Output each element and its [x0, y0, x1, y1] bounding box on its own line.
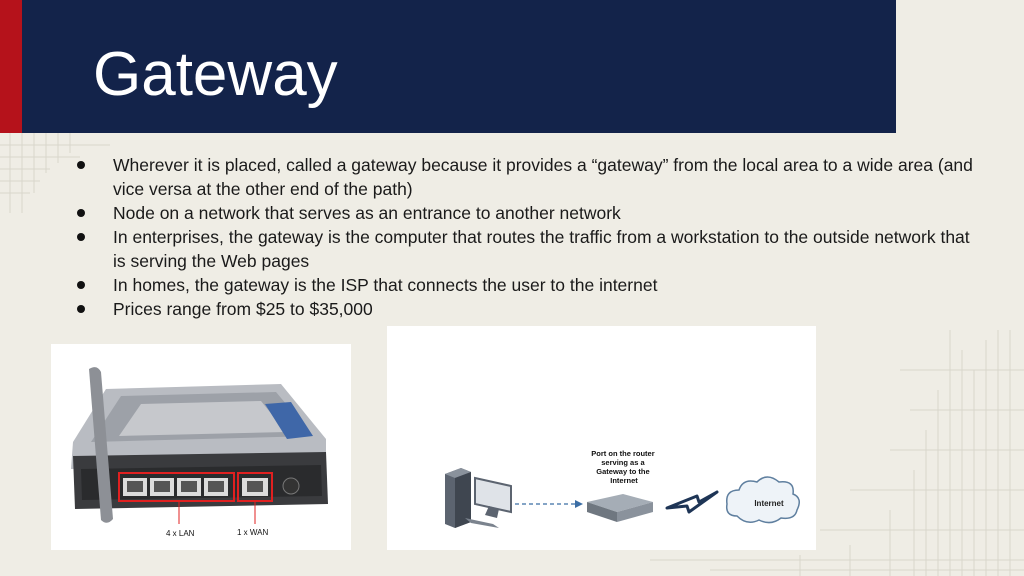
accent-bar [0, 0, 22, 133]
bullet-dot-icon [77, 281, 85, 289]
router-illustration: 4 x LAN 1 x WAN [71, 367, 328, 538]
bullet-dot-icon [77, 305, 85, 313]
bullet-item: Prices range from $25 to $35,000 [75, 297, 975, 321]
lan-label: 4 x LAN [166, 529, 195, 538]
router-image: 4 x LAN 1 x WAN [51, 344, 351, 550]
bullet-item: In enterprises, the gateway is the compu… [75, 225, 975, 273]
bullet-text: In enterprises, the gateway is the compu… [113, 227, 970, 271]
title-band [22, 0, 896, 133]
bullet-dot-icon [77, 233, 85, 241]
bullet-text: In homes, the gateway is the ISP that co… [113, 275, 658, 295]
port-label: Port on the router serving as a Gateway … [591, 449, 656, 485]
bullet-item: Wherever it is placed, called a gateway … [75, 153, 975, 201]
bullet-dot-icon [77, 209, 85, 217]
bullet-text: Wherever it is placed, called a gateway … [113, 155, 973, 199]
bullet-text: Prices range from $25 to $35,000 [113, 299, 373, 319]
gateway-diagram: Port on the router serving as a Gateway … [445, 449, 800, 528]
wan-label: 1 x WAN [237, 528, 268, 537]
gateway-diagram-image: Port on the router serving as a Gateway … [387, 326, 816, 550]
bullet-text: Node on a network that serves as an entr… [113, 203, 621, 223]
bullet-item: Node on a network that serves as an entr… [75, 201, 975, 225]
bullet-item: In homes, the gateway is the ISP that co… [75, 273, 975, 297]
slide-title: Gateway [93, 40, 338, 109]
bullet-dot-icon [77, 161, 85, 169]
bullet-list: Wherever it is placed, called a gateway … [75, 153, 975, 321]
internet-label: Internet [754, 499, 784, 508]
